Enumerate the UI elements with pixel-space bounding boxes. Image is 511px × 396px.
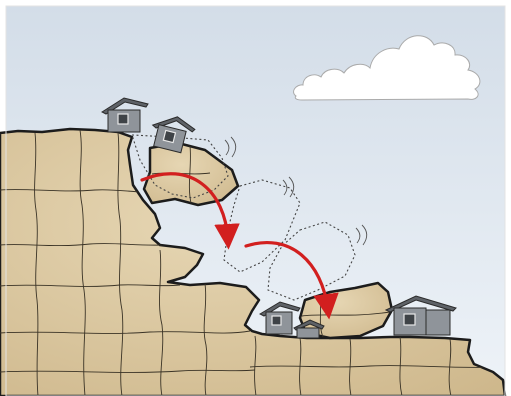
rockfall-diagram	[0, 0, 511, 396]
diagram-canvas	[0, 0, 511, 396]
